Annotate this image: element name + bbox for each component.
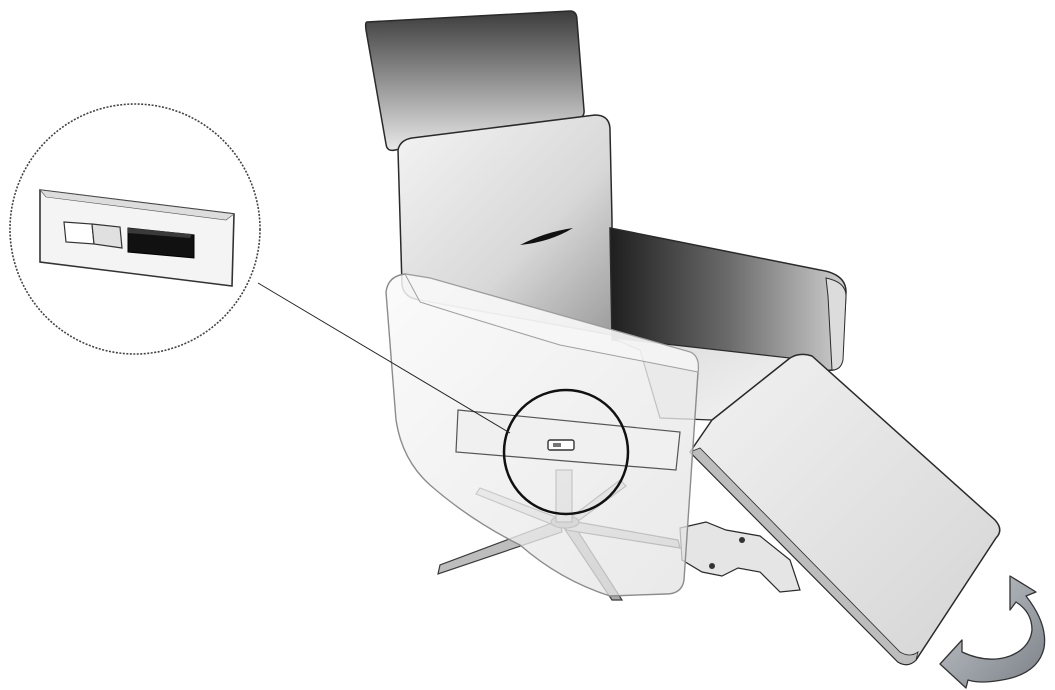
footrest: [690, 354, 1000, 664]
switch-button-light: [64, 222, 94, 244]
mechanism-rivet: [739, 537, 745, 543]
control-switch-callout: [10, 104, 260, 354]
mechanism-rivet: [709, 563, 715, 569]
